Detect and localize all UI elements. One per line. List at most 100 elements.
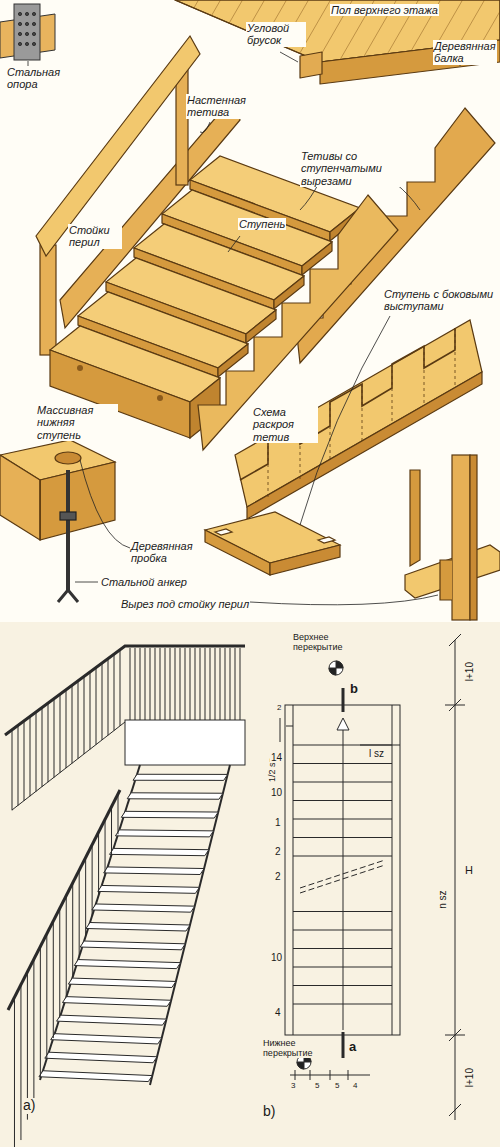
stroke (85, 858, 86, 937)
dimension-label: a) (22, 1098, 36, 1114)
stroke (155, 648, 156, 720)
stroke (293, 745, 392, 746)
stroke (66, 690, 67, 768)
stroke (215, 648, 216, 720)
tread (80, 941, 185, 950)
dimension-label: a (348, 1040, 357, 1055)
plug (77, 365, 83, 371)
stroke (293, 856, 392, 857)
stroke (135, 648, 136, 720)
dimension-label: 2 (276, 704, 282, 713)
dimension-label: H (464, 864, 474, 876)
leader-line (28, 52, 460, 605)
tread (74, 960, 180, 969)
part-label: Угловой брусок (246, 22, 306, 47)
stroke (205, 648, 206, 720)
stroke (102, 663, 103, 740)
dimension-label: Верхнее перекрытие (292, 632, 380, 652)
tread (62, 997, 171, 1007)
tread (68, 978, 176, 987)
dimension-label: n sz (436, 890, 447, 910)
stroke (210, 648, 211, 720)
stroke (36, 712, 37, 792)
steel-support (0, 4, 55, 60)
part-label: Деревянная пробка (130, 540, 204, 565)
stroke (145, 648, 146, 720)
part-label: Стойки перил (68, 224, 122, 249)
tread (110, 848, 209, 855)
stroke (98, 832, 99, 895)
stroke (118, 794, 119, 834)
stroke (66, 896, 67, 998)
plug (157, 395, 163, 401)
stroke (293, 930, 392, 931)
stroke (18, 725, 19, 805)
stroke (293, 819, 392, 820)
stroke (293, 948, 392, 949)
corner-block (300, 52, 322, 78)
stroke (84, 676, 85, 754)
tread (98, 885, 200, 893)
dimension-label: 14 (270, 752, 283, 763)
stroke (53, 921, 54, 1038)
dimension-label: b) (262, 1104, 276, 1120)
tread (104, 867, 204, 875)
part-label: Вырез под стойку перил (120, 598, 250, 610)
part-label: Массивная нижняя ступень (36, 404, 118, 441)
part-label: Ступень с боковыми выступами (383, 288, 497, 313)
part-label: Схема раскроя тетив (252, 406, 318, 443)
stroke (12, 722, 125, 810)
stroke (54, 699, 55, 778)
tread (115, 830, 213, 837)
stroke (185, 648, 186, 720)
stroke (92, 845, 93, 916)
stroke (114, 654, 115, 730)
stair-perspective (5, 646, 245, 1147)
stroke (24, 721, 25, 801)
part-label: Стальная опора (6, 66, 70, 91)
dimension-label: 10 (270, 952, 283, 963)
dimension-label: l sz (368, 748, 385, 759)
part-label: Ступень (238, 218, 286, 230)
stroke (293, 911, 392, 912)
tread (133, 774, 228, 780)
part-label: Тетивы со ступенчатыми вырезами (300, 150, 406, 187)
dimension-label: Нижнее перекрытие (262, 1038, 338, 1058)
stroke (105, 819, 106, 875)
stroke (40, 946, 41, 1078)
stroke (235, 648, 236, 720)
stroke (48, 703, 49, 782)
tread (45, 1052, 157, 1063)
stroke (230, 648, 231, 720)
stroke (12, 730, 13, 811)
tread (92, 904, 195, 912)
part-label: Пол верхнего этажа (330, 4, 439, 16)
stroke (96, 668, 97, 745)
dimension-label: b (349, 682, 359, 697)
stroke (293, 763, 392, 764)
cutting-scheme (235, 320, 482, 519)
dimension-label: l+10 (464, 1067, 475, 1088)
stroke (150, 648, 151, 720)
stroke (20, 985, 21, 1140)
stroke (293, 985, 392, 986)
post-notch-detail (405, 455, 500, 620)
stroke (240, 648, 241, 720)
top-ground (0, 0, 500, 622)
stroke (293, 782, 392, 783)
bottom-ground (0, 622, 500, 1147)
stroke (14, 997, 15, 1147)
dimension-label: 5 (314, 1082, 320, 1091)
stroke (190, 648, 191, 720)
stroke (90, 672, 91, 749)
stroke (293, 800, 392, 801)
upper-floor (175, 0, 500, 84)
stroke (293, 837, 392, 838)
stroke (160, 648, 161, 720)
tread (51, 1034, 162, 1044)
dimension-label: 2 (274, 846, 282, 857)
stroke (111, 807, 112, 855)
stroke (180, 648, 181, 720)
